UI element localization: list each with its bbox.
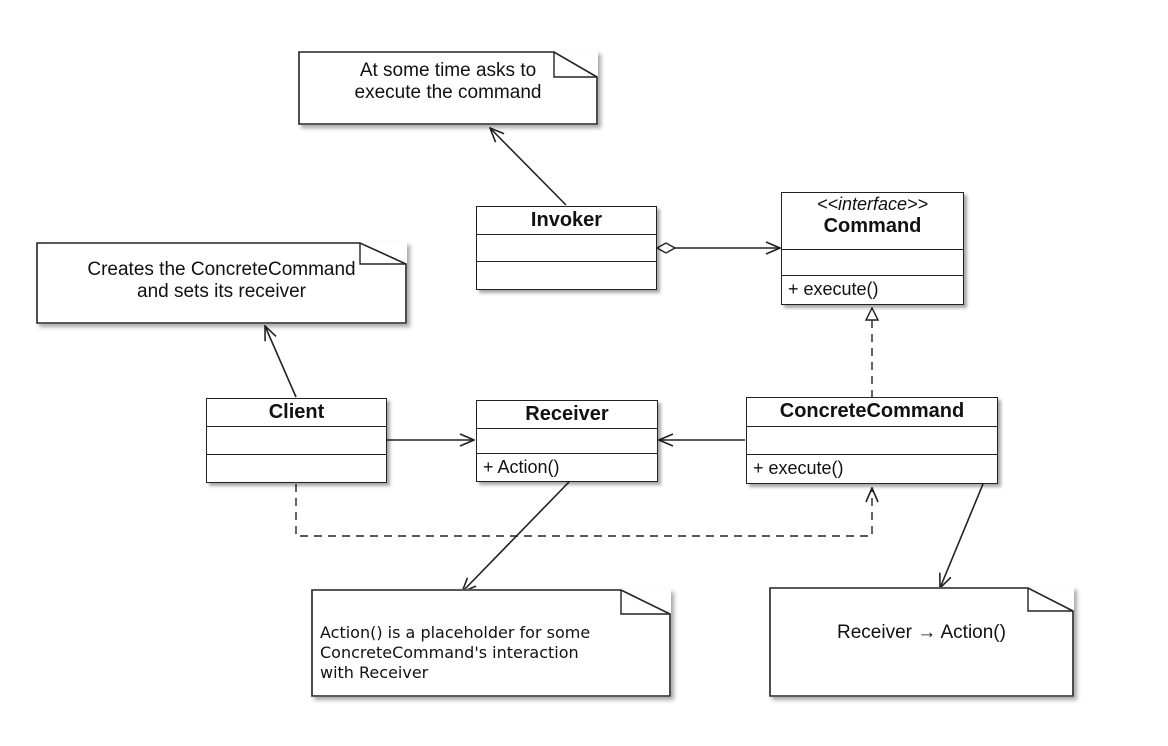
class-receiver-name: Receiver: [477, 401, 657, 429]
note-shape: [298, 51, 598, 125]
note-client-text: Creates the ConcreteCommand and sets its…: [87, 259, 356, 302]
class-command-operations: + execute(): [788, 279, 879, 299]
class-concretecommand-name: ConcreteCommand: [747, 398, 997, 427]
note-execute-text: Receiver → Action(): [837, 622, 1006, 643]
note-shape: [36, 242, 407, 324]
class-command-header: <<interface>> Command: [782, 193, 963, 250]
receiver-note-anchor: [462, 481, 570, 592]
class-receiver: Receiver + Action(): [476, 400, 658, 482]
note-shape: [769, 587, 1074, 697]
concretecommand-note-anchor: [940, 483, 984, 588]
note-execute: Receiver → Action(): [769, 587, 1074, 697]
class-command: <<interface>> Command + execute(): [781, 192, 964, 305]
class-concretecommand: ConcreteCommand + execute(): [746, 397, 998, 484]
class-receiver-attributes: [477, 429, 657, 454]
note-shape: [311, 589, 671, 697]
class-client: Client: [206, 398, 387, 483]
invoker-note-anchor: [490, 128, 567, 206]
class-receiver-operations: + Action(): [483, 457, 560, 477]
class-client-attributes: [207, 427, 386, 455]
class-invoker-attributes: [477, 235, 656, 262]
note-action-text: Action() is a placeholder for some Concr…: [320, 623, 591, 682]
client-concretecommand-dependency: [295, 484, 872, 537]
class-command-name: Command: [823, 215, 922, 237]
note-invoker-text: At some time asks to execute the command: [354, 60, 542, 103]
class-command-attributes: [782, 250, 963, 276]
class-concretecommand-operations: + execute(): [753, 458, 844, 478]
note-invoker: At some time asks to execute the command: [298, 51, 598, 125]
note-action: Action() is a placeholder for some Concr…: [311, 589, 671, 697]
class-invoker: Invoker: [476, 206, 657, 290]
client-note-anchor: [265, 326, 297, 398]
class-invoker-name: Invoker: [477, 207, 656, 235]
class-command-stereotype: <<interface>>: [816, 194, 929, 214]
class-concretecommand-attributes: [747, 427, 997, 455]
note-client: Creates the ConcreteCommand and sets its…: [36, 242, 407, 324]
class-client-name: Client: [207, 399, 386, 427]
